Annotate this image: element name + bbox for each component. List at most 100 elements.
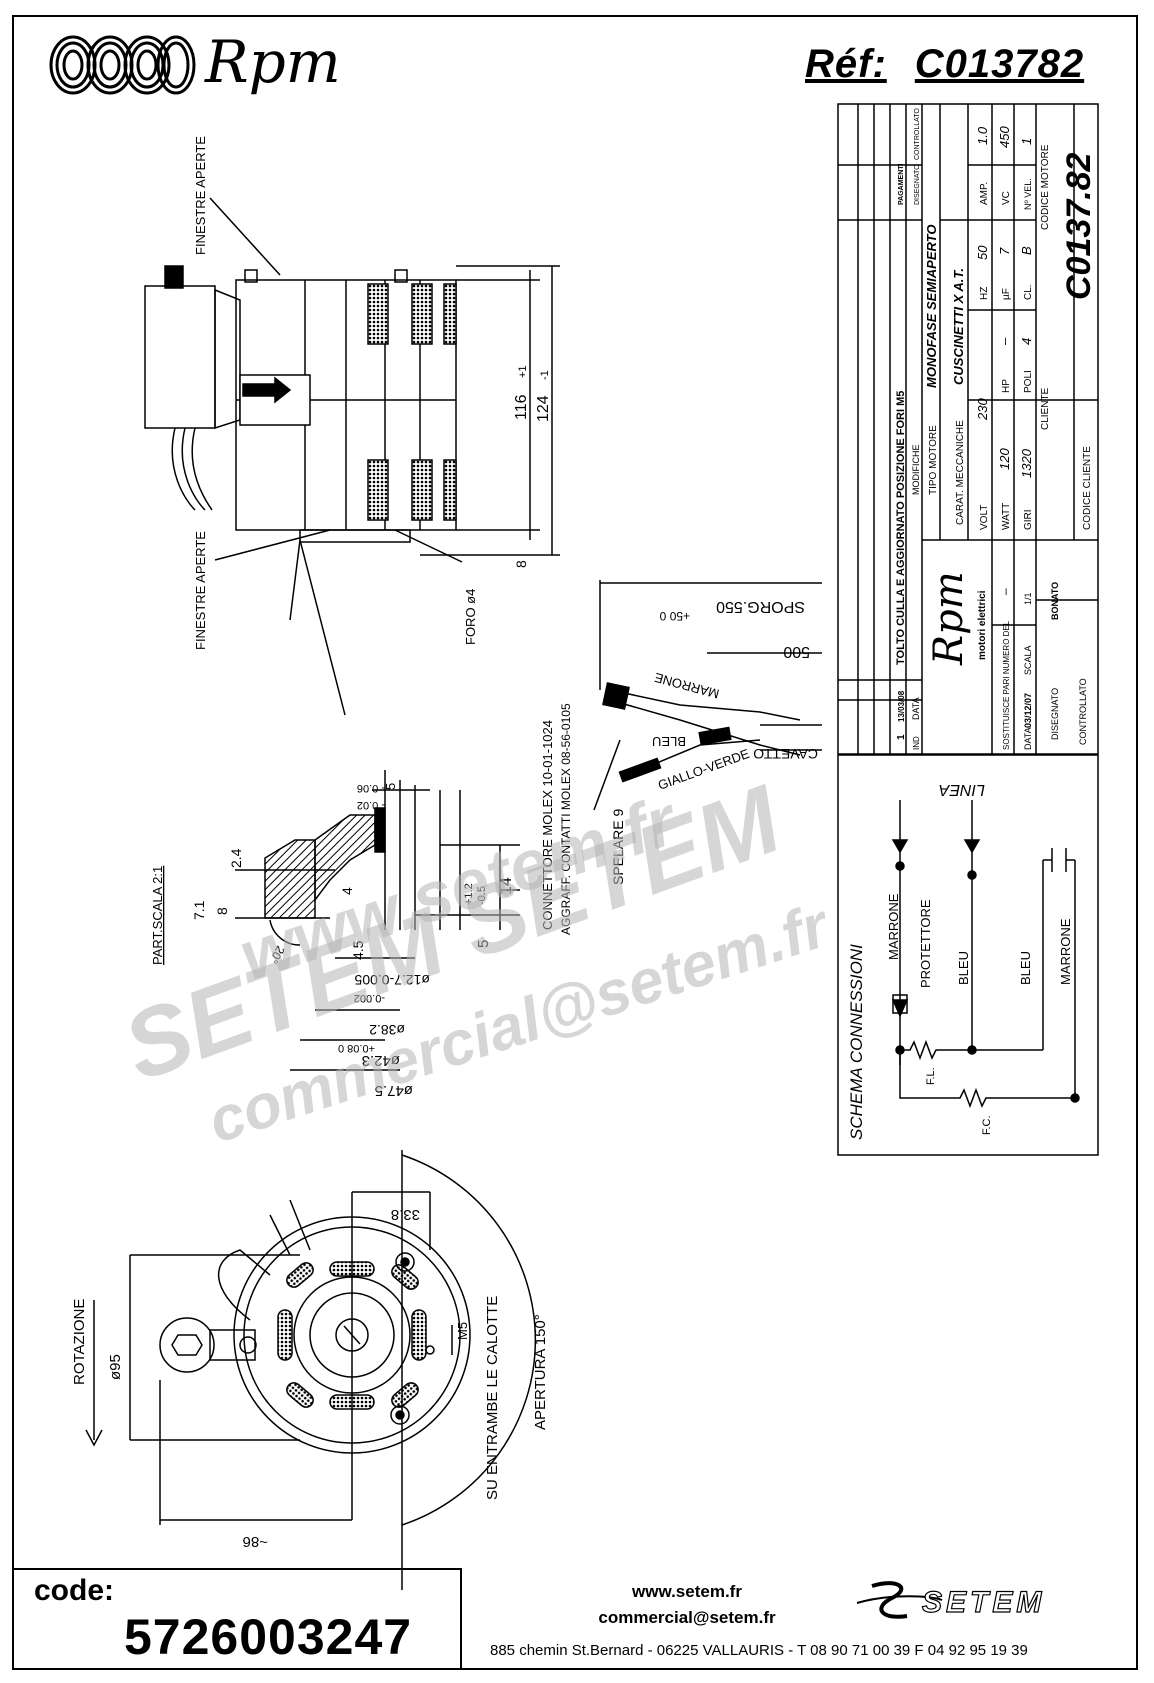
wiring-schematic — [891, 800, 1080, 1109]
revision-index: 1 — [896, 734, 907, 740]
contact-block: www.setem.fr commercial@setem.fr — [562, 1579, 812, 1631]
scala-value: 1/1 — [1023, 592, 1033, 605]
nvel-value: 1 — [1019, 138, 1034, 145]
dim-7-1: 7.1 — [191, 900, 207, 920]
shaft-flange — [299, 529, 411, 543]
revision-description: TOLTO CULLA E AGGIORNATO POSIZIONE FORI … — [895, 391, 907, 665]
winding-top-left — [367, 283, 389, 345]
code-label: code: — [34, 1574, 115, 1607]
controllato-label: CONTROLLATO — [1078, 678, 1088, 745]
vc-label: VC — [1001, 191, 1012, 205]
col-controllato: CONTROLLATO — [914, 108, 921, 160]
molex-connector — [602, 682, 630, 710]
brand-logo-text: Rpm — [205, 28, 341, 96]
dim-ø95: ø95 — [107, 1354, 124, 1380]
dim-5-top: 5 — [383, 783, 398, 790]
amp-value: 1.0 — [975, 126, 990, 145]
title-block-brand: Rpm — [926, 571, 972, 666]
protettore-label: PROTETTORE — [918, 899, 933, 988]
tol-ø12-7: -0.002 — [354, 992, 385, 1004]
col-pagamenti: PAGAMENTI — [898, 163, 905, 205]
tol-0-5: -0.5 — [476, 886, 488, 905]
tol-06: - 0.06 — [357, 782, 385, 794]
dim-8-detail: 8 — [214, 907, 230, 915]
sporg-label: SPORG.550 — [716, 598, 805, 615]
address: 885 chemin St.Bernard - 06225 VALLAURIS … — [490, 1642, 1028, 1659]
dim-4: 4 — [339, 887, 355, 895]
strip-length-label: SPELARE 9 — [610, 809, 626, 885]
cl-label: CL. — [1023, 284, 1034, 300]
hz-label: HZ — [979, 287, 990, 300]
setem-brand-text: SETEM — [922, 1586, 1045, 1619]
dim-ø12-7: ø12.7-0.005 — [354, 972, 430, 988]
motor-side-view — [144, 197, 560, 716]
rotation-arrow-front — [85, 1300, 103, 1447]
cl-value: B — [1019, 246, 1034, 255]
rpm-coil-logo — [49, 35, 196, 95]
cable-drawing — [593, 580, 822, 811]
opening-150-note: APERTURA 150° — [532, 1314, 549, 1430]
uf-value: 7 — [997, 247, 1012, 255]
detail-title: PART.SCALA 2:1 — [150, 866, 165, 965]
window-label-bottom: FINESTRE APERTE — [193, 531, 208, 650]
col-modifiche: MODIFICHE — [911, 445, 921, 496]
dim-116: 116 — [513, 394, 530, 420]
reference: Réf: C013782 — [805, 42, 1084, 87]
window-label-top: FINESTRE APERTE — [193, 136, 208, 255]
watt-value: 120 — [997, 448, 1012, 470]
col-data: DATA — [911, 697, 921, 720]
email-link[interactable]: commercial@setem.fr — [598, 1608, 776, 1627]
dim-8: 8 — [513, 560, 529, 568]
rotation-arrow — [242, 376, 292, 404]
dim-86: ~86 — [243, 1533, 268, 1550]
data-label: DATA — [1023, 727, 1033, 750]
contacts-label: AGGRAFF. CONTATTI MOLEX 08-56-0105 — [559, 703, 573, 935]
sporg-tolerance: +50 0 — [659, 609, 690, 623]
giri-value: 1320 — [1019, 448, 1034, 478]
col-ind: IND — [912, 736, 921, 750]
fc-label: F.C. — [981, 1115, 993, 1135]
schema-box — [837, 754, 1099, 1156]
hp-value: – — [997, 337, 1012, 345]
dim-124: 124 — [535, 395, 552, 422]
ref-value: C013782 — [914, 42, 1085, 86]
capacitor-screw — [164, 265, 184, 289]
dim-ø42-3: ø42.3 — [362, 1052, 400, 1069]
front-view-labels: 33.8 ROTAZIONE ø95 M5 SU ENTRAMBE LE CAL… — [71, 1206, 549, 1550]
tipo-motore-label: TIPO MOTORE — [928, 425, 939, 495]
uf-label: µF — [1001, 288, 1012, 300]
marrone-label-2: MARRONE — [1058, 918, 1073, 985]
thread-m5: M5 — [455, 1322, 470, 1340]
volt-value: 230 — [975, 398, 990, 421]
ref-label: Réf: — [805, 42, 887, 86]
winding-bottom-left — [367, 459, 389, 521]
giri-label: GIRI — [1023, 509, 1034, 530]
detail-labels: PART.SCALA 2:1 2.4 7.1 8 4 4.5 14 5 5 +1… — [150, 782, 515, 1099]
title-block — [837, 103, 1099, 1156]
marrone-label: MARRONE — [886, 893, 901, 960]
revision-date: 13/03/08 — [897, 690, 906, 722]
tol-plus-116: +1 — [517, 365, 529, 378]
data-value: 03/12/07 — [1023, 693, 1033, 728]
wire-marrone-label: MARRONE — [652, 670, 720, 702]
codice-motore: C0137.82 — [1060, 152, 1098, 300]
codice-cliente-label: CODICE CLIENTE — [1082, 446, 1093, 530]
tol-minus-124: -1 — [539, 370, 551, 380]
schematic-labels: SCHEMA CONNESSIONI LINEA MARRONE PROTETT… — [847, 781, 1073, 1140]
tol-02: - 0.02 — [357, 799, 385, 811]
dim-5: 5 — [475, 940, 492, 948]
poli-label: POLI — [1023, 370, 1034, 393]
capacitor-box — [144, 285, 216, 429]
shaft-detail — [235, 770, 520, 1071]
bleu-label-2: BLEU — [1018, 951, 1033, 985]
tol-ø38-2: +0.08 0 — [338, 1042, 375, 1054]
fl-label: F.L. — [925, 1067, 937, 1085]
setem-logo: SETEM — [856, 1581, 1045, 1620]
website-link[interactable]: www.setem.fr — [632, 1582, 742, 1601]
disegnato-value: BONATO — [1050, 582, 1060, 620]
dim-4-5: 4.5 — [350, 940, 366, 960]
amp-label: AMP. — [979, 182, 990, 205]
motor-front-view — [85, 1150, 537, 1590]
hole-label: FORO ø4 — [463, 589, 478, 645]
